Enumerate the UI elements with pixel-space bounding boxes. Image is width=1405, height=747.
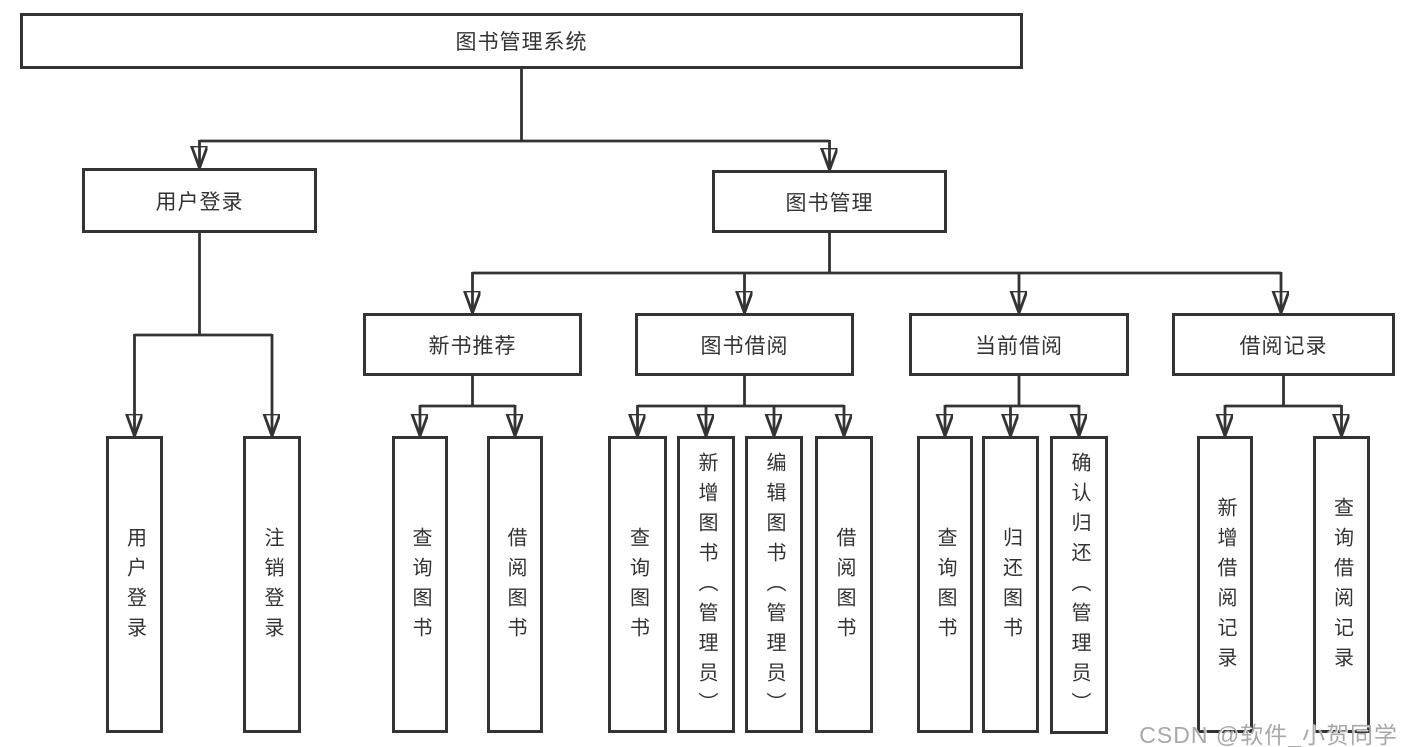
node-library-management-system: 图书管理系统 [20,13,1023,69]
leaf-borrow-books-borrowing: 借阅图书 [815,436,873,733]
csdn-watermark: CSDN @软件_小贺同学 [1139,722,1398,747]
leaf-add-book-admin: 新增图书（管理员） [677,436,735,733]
leaf-confirm-return-admin: 确认归还（管理员） [1050,436,1108,734]
leaf-query-books-borrowing: 查询图书 [608,436,667,733]
node-borrowing-records: 借阅记录 [1172,313,1395,376]
leaf-logout: 注销登录 [243,436,301,733]
node-user-login: 用户登录 [82,168,317,233]
leaf-query-books-recommend: 查询图书 [392,436,448,733]
leaf-query-books-current: 查询图书 [917,436,973,733]
leaf-edit-book-admin: 编辑图书（管理员） [745,436,803,733]
leaf-borrow-books-recommend: 借阅图书 [487,436,543,733]
node-current-borrowing: 当前借阅 [909,313,1129,376]
leaf-add-borrow-record: 新增借阅记录 [1197,436,1253,733]
node-book-borrowing: 图书借阅 [635,313,854,376]
leaf-return-book: 归还图书 [982,436,1039,733]
node-new-book-recommendation: 新书推荐 [363,313,582,376]
node-book-management: 图书管理 [712,170,947,233]
leaf-user-login: 用户登录 [106,436,163,733]
leaf-query-borrow-record: 查询借阅记录 [1313,436,1370,733]
